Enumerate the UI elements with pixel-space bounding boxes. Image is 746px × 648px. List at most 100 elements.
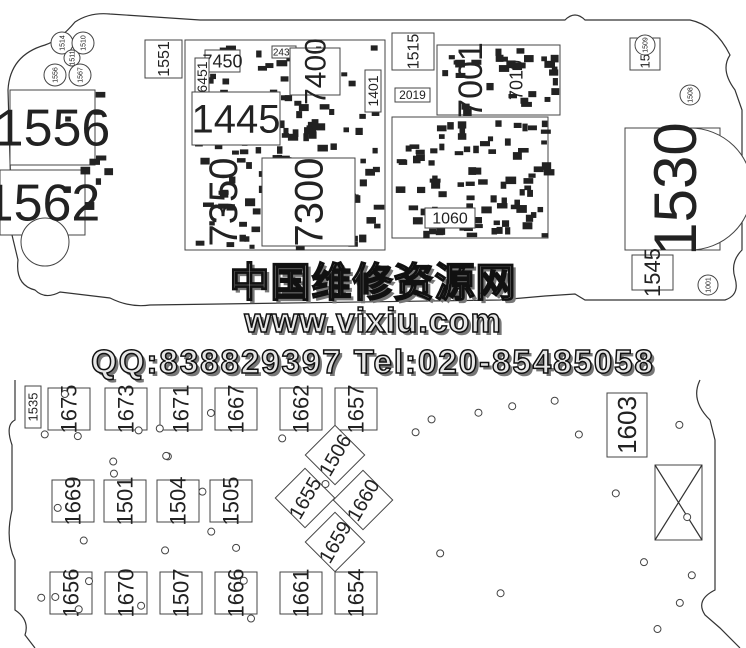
smd-part — [533, 166, 544, 173]
smd-part — [431, 182, 441, 189]
top-board-outline — [7, 13, 743, 307]
component-1060 — [424, 207, 476, 229]
smd-part — [468, 167, 477, 175]
component-1562-label: 1562 — [0, 175, 100, 233]
component-1660 — [332, 469, 394, 531]
smd-part — [551, 66, 558, 72]
smd-part — [540, 129, 551, 134]
test-point — [247, 614, 256, 623]
smd-part — [330, 143, 337, 150]
smd-part — [457, 182, 465, 187]
smd-part — [416, 154, 425, 161]
connector-cross — [654, 464, 703, 541]
smd-part — [104, 168, 114, 176]
smd-part — [283, 127, 289, 135]
smd-part — [461, 103, 470, 110]
test-point — [73, 432, 82, 441]
smd-part — [252, 208, 261, 215]
smd-part — [236, 158, 246, 163]
smd-part — [306, 125, 317, 132]
smd-part — [455, 72, 466, 79]
smd-part — [522, 222, 533, 230]
test-point — [207, 527, 216, 536]
smd-part — [396, 159, 406, 164]
component-7001-label: 7001 — [452, 42, 490, 118]
test-point-label: 1514 — [60, 35, 67, 51]
smd-part — [202, 202, 214, 207]
smd-part — [550, 54, 559, 63]
smd-part — [479, 141, 491, 147]
smd-part — [486, 82, 494, 91]
smd-part — [513, 122, 522, 128]
smd-part — [488, 149, 497, 154]
smd-part — [527, 189, 533, 197]
smd-part — [500, 181, 507, 189]
smd-part — [329, 108, 335, 115]
smd-part — [543, 169, 555, 176]
smd-part — [447, 122, 454, 130]
smd-part — [430, 148, 438, 154]
smd-part — [409, 144, 420, 149]
test-point — [40, 430, 49, 439]
smd-part — [528, 173, 536, 178]
smd-part — [208, 77, 214, 84]
smd-part — [308, 131, 317, 139]
smd-part — [528, 91, 537, 98]
test-point — [206, 408, 215, 417]
smd-part — [541, 140, 547, 145]
smd-part — [523, 178, 534, 184]
test-point — [411, 428, 420, 437]
smd-part — [537, 206, 544, 213]
test-point — [85, 577, 94, 586]
component-1667 — [214, 387, 258, 431]
component-1654-label: 1654 — [344, 569, 369, 618]
component-1675 — [47, 387, 91, 431]
smd-part — [222, 78, 230, 85]
test-point-1567 — [68, 63, 92, 87]
smd-part — [276, 60, 288, 67]
test-point — [198, 487, 207, 496]
smd-part — [471, 167, 482, 175]
smd-part — [239, 149, 249, 155]
component-2431-label: 2431 — [273, 48, 296, 59]
smd-part — [281, 95, 291, 101]
component-1530-outline — [624, 127, 746, 251]
smd-part — [544, 60, 555, 68]
smd-part — [371, 109, 380, 116]
smd-part — [496, 226, 503, 234]
test-point — [37, 593, 46, 602]
smd-part — [429, 228, 437, 235]
test-point — [155, 424, 164, 433]
test-point — [675, 420, 684, 429]
smd-part — [265, 63, 274, 69]
test-point — [675, 598, 684, 607]
component-6451-label: 6451 — [194, 61, 210, 92]
smd-part — [303, 133, 309, 142]
smd-part — [505, 227, 511, 235]
component-1661-label: 1661 — [289, 569, 314, 618]
smd-part — [457, 121, 467, 129]
smd-part — [487, 136, 494, 142]
smd-part — [280, 76, 289, 82]
smd-part — [372, 147, 378, 154]
component-1515-label: 1515 — [406, 34, 423, 70]
test-point — [162, 451, 171, 460]
smd-part — [405, 145, 412, 152]
smd-part — [520, 97, 529, 104]
test-point — [79, 536, 88, 545]
smd-part — [438, 134, 445, 139]
test-point-1508 — [679, 84, 701, 106]
smd-part — [298, 104, 309, 112]
smd-part — [341, 72, 348, 77]
smd-part — [219, 189, 229, 198]
smd-part — [239, 234, 246, 242]
component-7400-label: 7400 — [300, 38, 333, 105]
component-7350-label: 7350 — [202, 158, 246, 247]
smd-part — [493, 220, 500, 226]
smd-part — [244, 236, 250, 242]
smd-part — [355, 127, 363, 135]
test-point — [137, 601, 146, 610]
smd-part — [473, 145, 479, 154]
smd-part — [360, 158, 366, 164]
component-1662-label: 1662 — [289, 385, 314, 434]
